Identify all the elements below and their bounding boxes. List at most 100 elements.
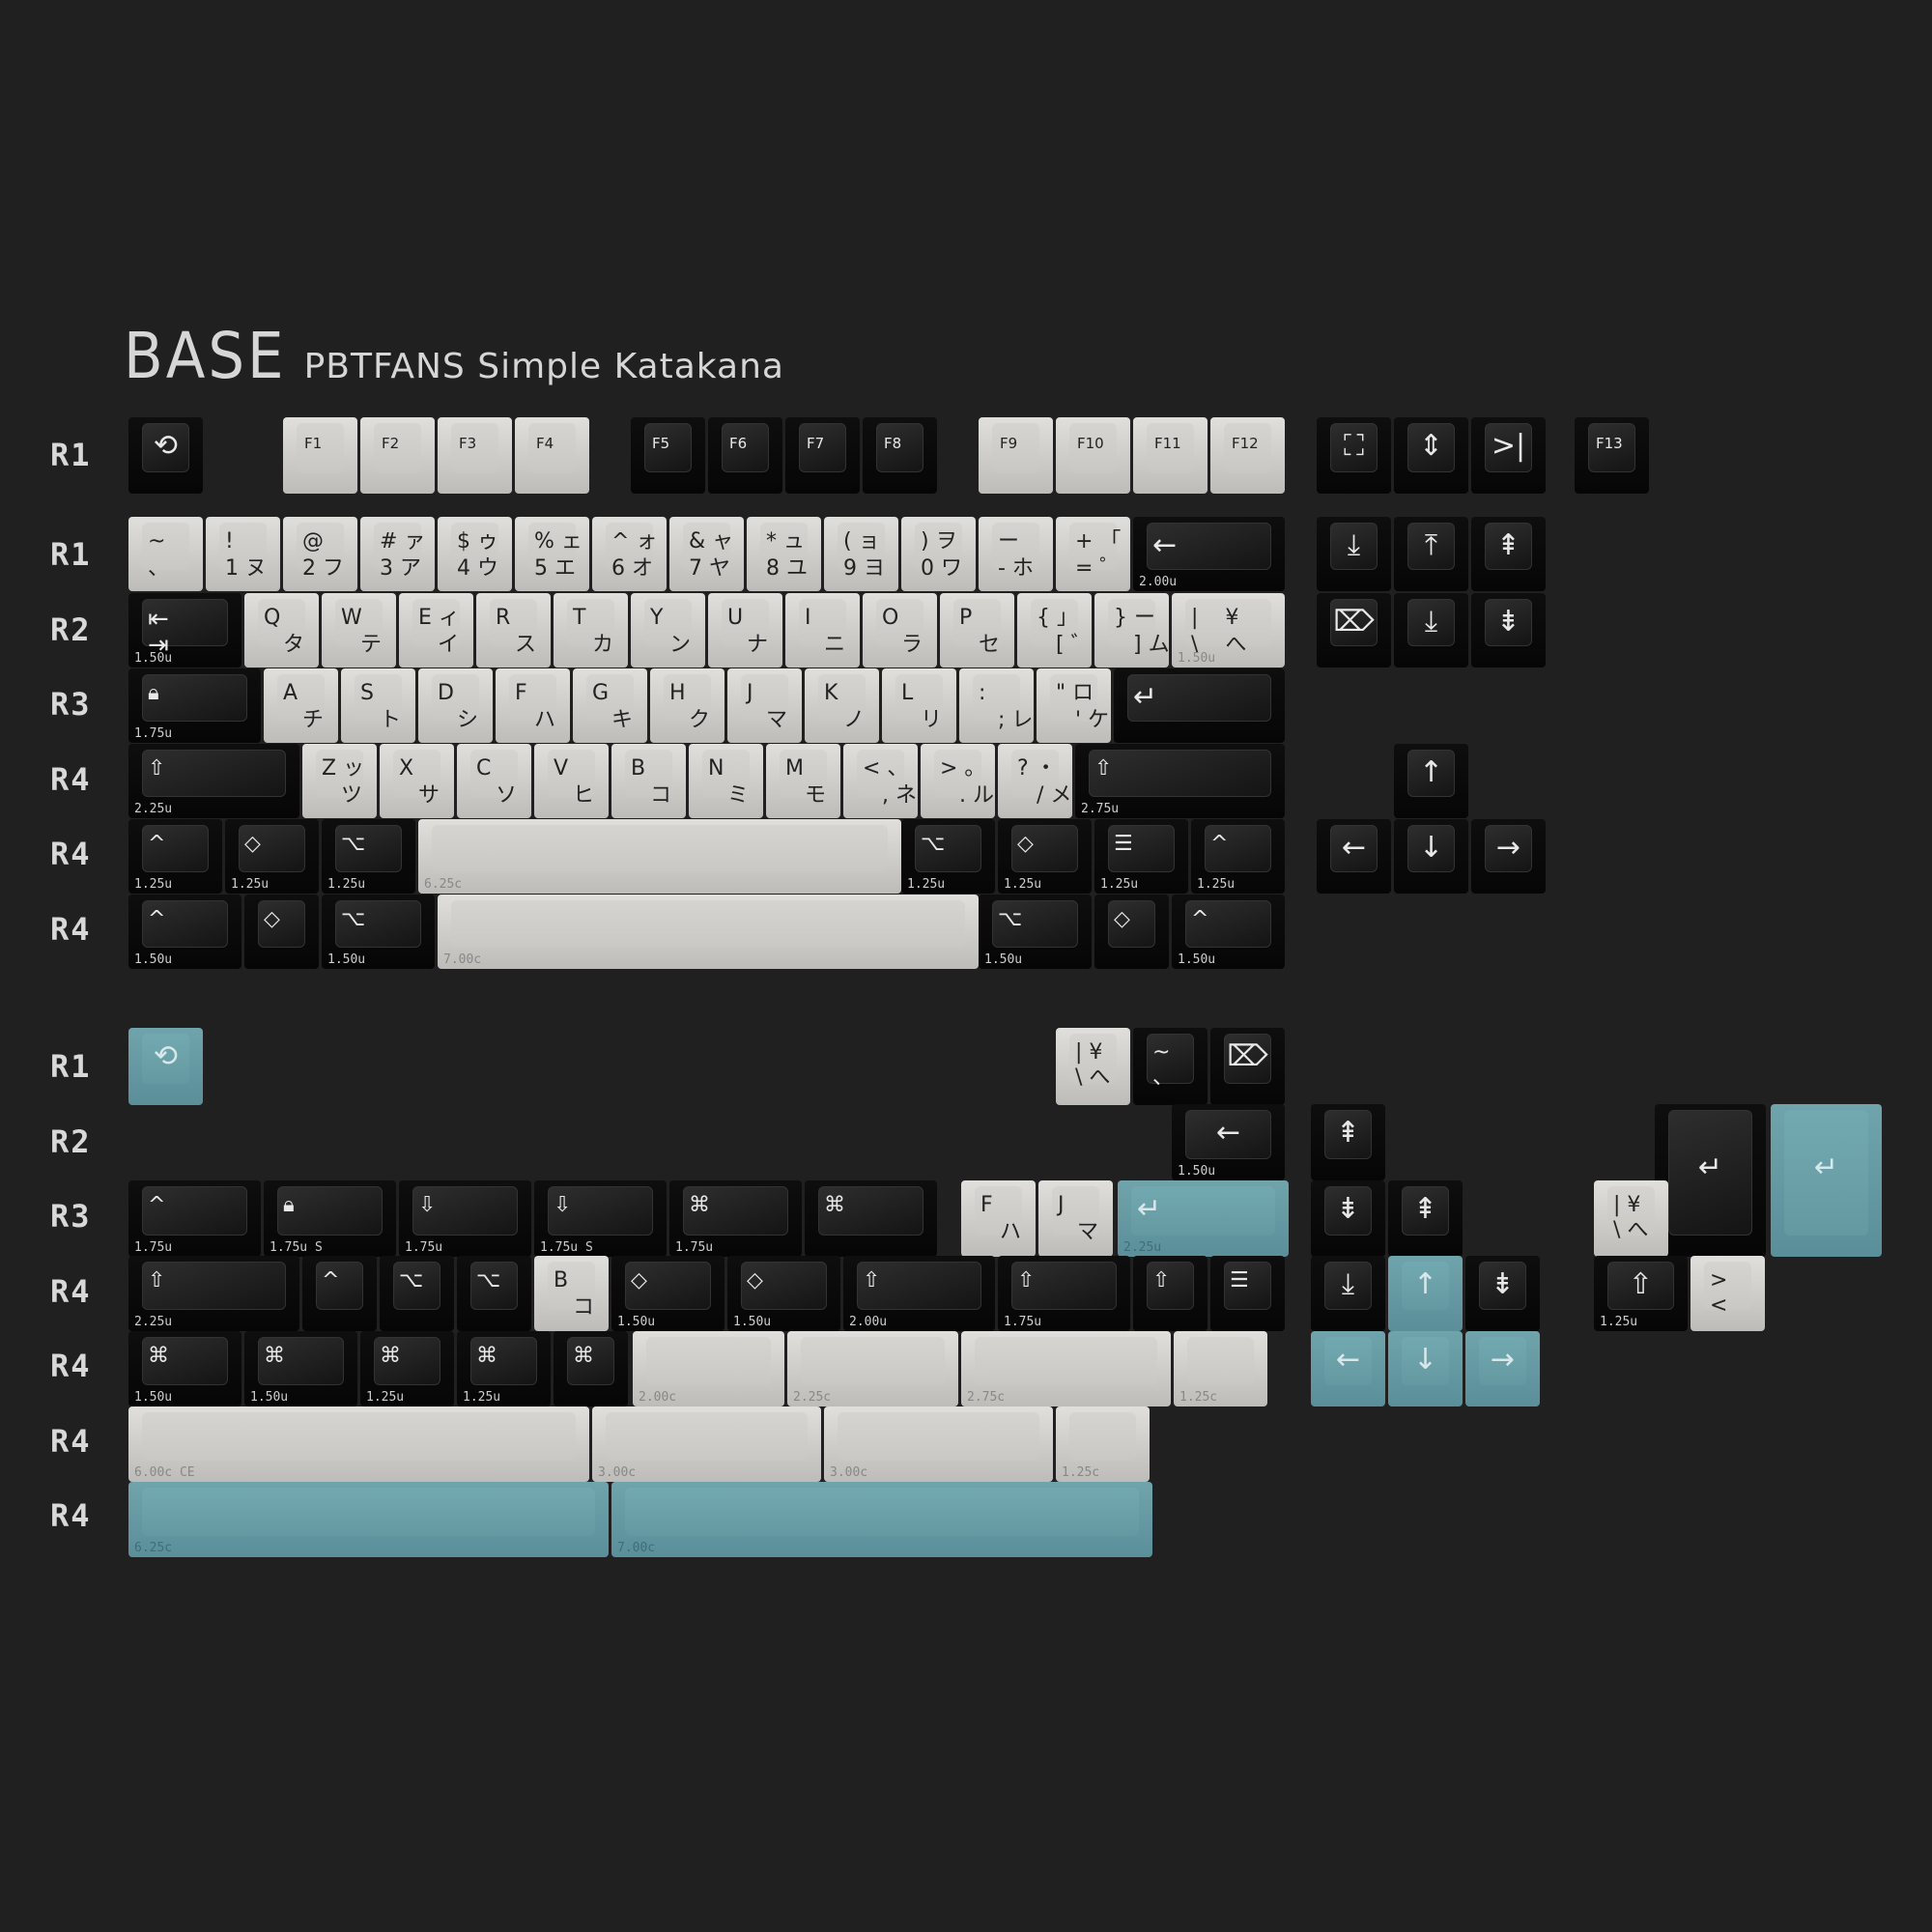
key-end-extra[interactable]: ⤓: [1311, 1256, 1385, 1331]
key-modifier[interactable]: ⌥1.50u: [979, 895, 1092, 969]
key-backspace[interactable]: ←2.00u: [1133, 517, 1285, 591]
key-arrow-up-teal[interactable]: ↑: [1388, 1256, 1463, 1331]
key-spacebar-alt[interactable]: 1.25c: [1056, 1406, 1150, 1482]
key-letter[interactable]: > 。. ル: [921, 744, 995, 818]
key-f11[interactable]: F11: [1133, 417, 1208, 494]
key-delete[interactable]: ⌦: [1317, 593, 1391, 668]
key-letter[interactable]: " ロ' ケ: [1037, 668, 1111, 743]
key-modifier[interactable]: ^1.50u: [1172, 895, 1285, 969]
key-iso-enter-teal[interactable]: ↵: [1771, 1104, 1882, 1257]
key-modifier[interactable]: ^1.75u: [128, 1180, 261, 1257]
key-enter[interactable]: ↵: [1114, 668, 1285, 743]
key-pageup-extra-2[interactable]: ⇞: [1388, 1180, 1463, 1257]
key-f3[interactable]: F3: [438, 417, 512, 494]
key-modifier[interactable]: ☰1.25u: [1094, 819, 1188, 894]
key-f9[interactable]: F9: [979, 417, 1053, 494]
key-spacebar[interactable]: 6.25c: [418, 819, 901, 894]
key-modifier[interactable]: ⌥1.50u: [322, 895, 435, 969]
key-arrow-up[interactable]: ↑: [1394, 744, 1468, 818]
key-home[interactable]: ⤒: [1394, 517, 1468, 591]
key-backspace-short[interactable]: ←1.50u: [1172, 1104, 1285, 1180]
key-f2[interactable]: F2: [360, 417, 435, 494]
key-esc[interactable]: ⟲: [128, 417, 203, 494]
key-left-shift[interactable]: ⇧2.25u: [128, 744, 299, 818]
key-modifier[interactable]: 🔒︎1.75u S: [264, 1180, 396, 1257]
key-f4[interactable]: F4: [515, 417, 589, 494]
key-number-11[interactable]: ー- ホ: [979, 517, 1053, 591]
key-iso-angle[interactable]: ><: [1690, 1256, 1765, 1331]
key-spacebar-alt[interactable]: 2.75c: [961, 1331, 1171, 1406]
key-modifier[interactable]: ⌘: [805, 1180, 937, 1257]
key-arrow-left[interactable]: ←: [1317, 819, 1391, 894]
key-iso-shift[interactable]: ⇧1.25u: [1594, 1256, 1688, 1331]
key-end[interactable]: ⤓: [1394, 593, 1468, 668]
key-modifier[interactable]: ⇧2.00u: [843, 1256, 995, 1331]
key-command[interactable]: ⌘: [554, 1331, 628, 1406]
key-f5[interactable]: F5: [631, 417, 705, 494]
key-modifier[interactable]: ^: [302, 1256, 377, 1331]
key-f10[interactable]: F10: [1056, 417, 1130, 494]
key-number-1[interactable]: !1 ヌ: [206, 517, 280, 591]
key-modifier[interactable]: ◇: [244, 895, 319, 969]
key-number-2[interactable]: @2 フ: [283, 517, 357, 591]
key-modifier[interactable]: ⇧2.25u: [128, 1256, 299, 1331]
key-updown[interactable]: ⇕: [1394, 417, 1468, 494]
key-letter[interactable]: < 、, ネ: [843, 744, 918, 818]
key-arrow-down-teal[interactable]: ↓: [1388, 1331, 1463, 1406]
key-modifier[interactable]: ⌥1.25u: [901, 819, 995, 894]
key-pagedown-extra[interactable]: ⇟: [1311, 1180, 1385, 1257]
key-spacebar-alt[interactable]: 3.00c: [824, 1406, 1053, 1482]
key-modifier[interactable]: ◇: [1094, 895, 1169, 969]
key-skip[interactable]: >|: [1471, 417, 1546, 494]
key-modifier[interactable]: ◇1.50u: [611, 1256, 724, 1331]
key-modifier[interactable]: ☰: [1210, 1256, 1285, 1331]
key-f7[interactable]: F7: [785, 417, 860, 494]
key-f13[interactable]: F13: [1575, 417, 1649, 494]
key-spacebar-teal[interactable]: 6.25c: [128, 1482, 609, 1557]
key-modifier[interactable]: ⇩1.75u: [399, 1180, 531, 1257]
key-modifier[interactable]: ^1.25u: [128, 819, 222, 894]
key-f8[interactable]: F8: [863, 417, 937, 494]
key-yen[interactable]: | ¥\ へ: [1056, 1028, 1130, 1105]
key-modifier[interactable]: ◇1.25u: [998, 819, 1092, 894]
key-command[interactable]: ⌘1.50u: [244, 1331, 357, 1406]
key-delete-extra[interactable]: ⌦: [1210, 1028, 1285, 1105]
key-pageup[interactable]: ⇞: [1471, 517, 1546, 591]
key-iso-yen[interactable]: | ¥\ へ: [1594, 1180, 1668, 1257]
key-iso-enter-dark[interactable]: ↵: [1655, 1104, 1766, 1257]
key-letter[interactable]: ? ・/ メ: [998, 744, 1072, 818]
key-modifier[interactable]: ^1.50u: [128, 895, 242, 969]
key-grave[interactable]: ~、: [1133, 1028, 1208, 1105]
key-command[interactable]: ⌘1.25u: [457, 1331, 551, 1406]
key-pagedown-extra-2[interactable]: ⇟: [1465, 1256, 1540, 1331]
key-arrow-right-teal[interactable]: →: [1465, 1331, 1540, 1406]
key-modifier[interactable]: ⇧: [1133, 1256, 1208, 1331]
key-spacebar-teal[interactable]: 7.00c: [611, 1482, 1152, 1557]
key-modifier[interactable]: ◇1.25u: [225, 819, 319, 894]
